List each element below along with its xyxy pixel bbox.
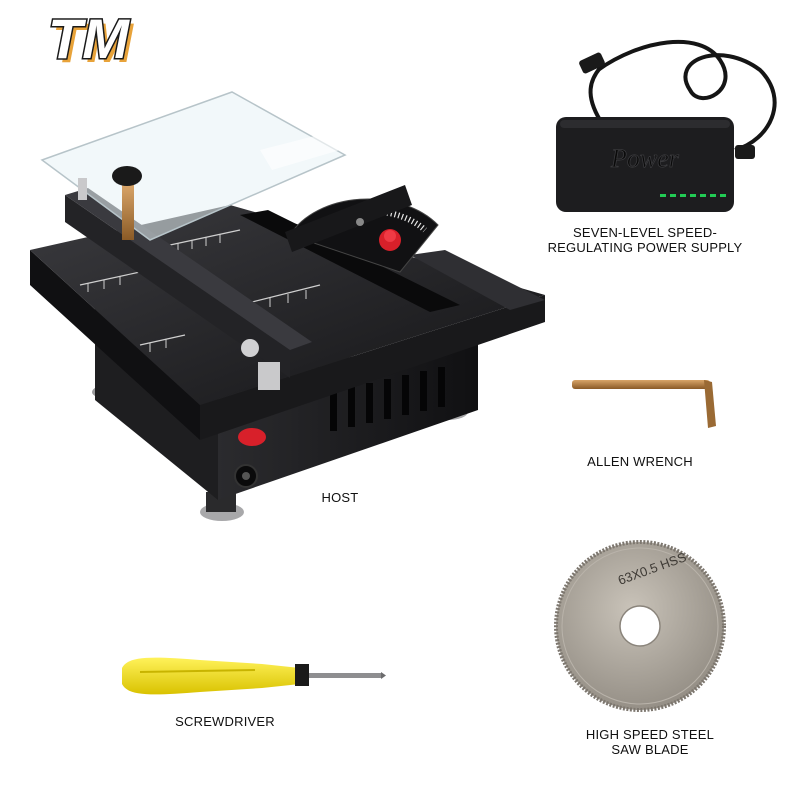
screwdriver-label: SCREWDRIVER xyxy=(150,714,300,729)
power-supply-label: SEVEN-LEVEL SPEED- REGULATING POWER SUPP… xyxy=(540,225,750,255)
host-label: HOST xyxy=(300,490,380,505)
saw-blade-label-line1: HIGH SPEED STEEL xyxy=(585,727,715,742)
saw-blade-label-line2: SAW BLADE xyxy=(611,742,689,757)
screwdriver-icon xyxy=(122,657,386,695)
power-supply-label-line1: SEVEN-LEVEL SPEED- xyxy=(572,225,717,240)
power-brick-label: Power xyxy=(610,144,680,173)
logo-text: TM xyxy=(48,7,130,70)
saw-blade-label: HIGH SPEED STEEL SAW BLADE xyxy=(560,727,740,757)
logo-shadow: TM xyxy=(52,11,134,74)
power-adapter-icon: Power xyxy=(556,39,777,212)
saw-blade-icon: 63X0.5 HSS xyxy=(554,540,726,712)
table-saw-icon xyxy=(30,91,545,521)
allen-wrench-label-text: ALLEN WRENCH xyxy=(587,454,693,469)
power-supply-label-line2: REGULATING POWER SUPPLY xyxy=(547,240,743,255)
host-label-text: HOST xyxy=(321,490,359,505)
tm-logo: TM TM xyxy=(47,6,135,75)
screwdriver-label-text: SCREWDRIVER xyxy=(175,714,275,729)
allen-wrench-icon xyxy=(572,380,716,428)
allen-wrench-label: ALLEN WRENCH xyxy=(560,454,720,469)
